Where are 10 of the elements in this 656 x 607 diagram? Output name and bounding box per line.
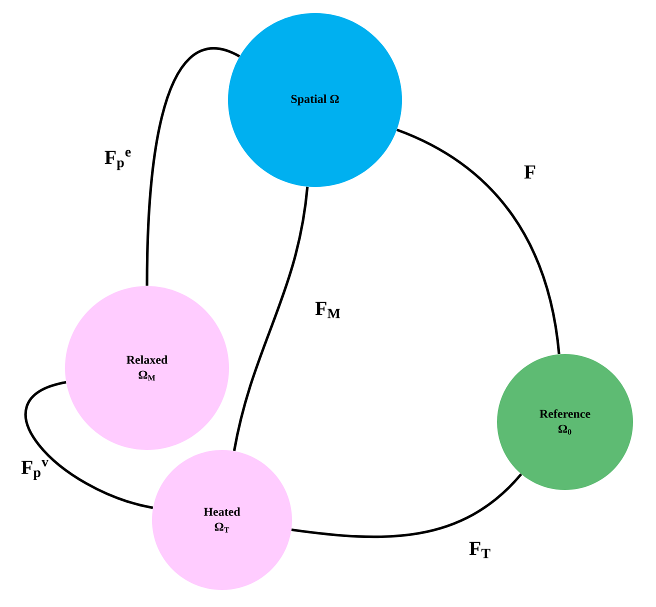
connector-line	[232, 186, 309, 452]
edge-label: F$_{p}$e	[104, 150, 131, 170]
connector-line	[146, 48, 240, 286]
edge-label: F$_{p}$v	[21, 460, 49, 480]
edge-label: F$_{M}$	[315, 302, 340, 318]
connector-line	[24, 381, 154, 510]
connector-line	[396, 128, 560, 354]
edge-label: F	[524, 165, 536, 179]
connector-line	[291, 473, 522, 538]
edge-label: F$_{T}$	[469, 542, 490, 558]
